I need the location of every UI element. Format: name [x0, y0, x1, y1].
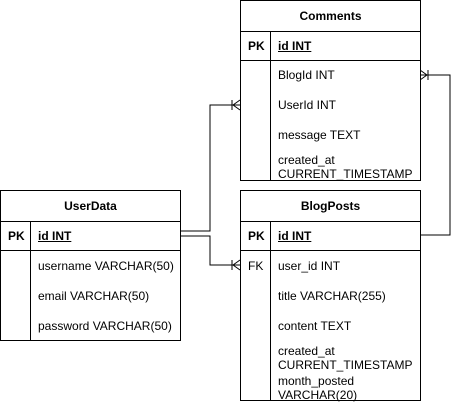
field-created-at-default: CURRENT_TIMESTAMP — [278, 358, 413, 372]
field-content: content TEXT — [278, 319, 352, 333]
table-blogposts[interactable]: BlogPosts PK id INT FK user_id INT title… — [240, 190, 421, 402]
fk-label: FK — [248, 259, 264, 273]
table-title: Comments — [241, 1, 420, 32]
table-title: BlogPosts — [241, 191, 420, 222]
key-column — [241, 221, 271, 400]
pk-row — [1, 221, 180, 251]
comments-crowfoot-blogid — [419, 69, 429, 81]
pk-label: PK — [248, 229, 265, 243]
field-email: email VARCHAR(50) — [38, 289, 150, 303]
table-userdata[interactable]: UserData PK id INT username VARCHAR(50) … — [0, 190, 181, 341]
field-userid: UserId INT — [278, 98, 337, 112]
field-month-posted-type: VARCHAR(20) — [278, 388, 358, 402]
key-column — [1, 221, 31, 340]
blogposts-crowfoot-userid — [231, 259, 241, 271]
comments-crowfoot-userid — [231, 99, 241, 111]
field-created-at: created_at — [278, 344, 335, 358]
userdata-blogposts-connector — [181, 235, 240, 266]
userdata-comments-connector — [181, 104, 240, 232]
pk-row — [241, 31, 420, 61]
field-month-posted: month_posted — [278, 374, 355, 388]
field-password: password VARCHAR(50) — [38, 319, 172, 333]
pk-field: id INT — [278, 39, 312, 53]
field-message: message TEXT — [278, 128, 361, 142]
pk-row — [241, 221, 420, 251]
blogposts-comments-connector — [420, 74, 451, 236]
field-blogid: BlogId INT — [278, 68, 335, 82]
table-title: UserData — [1, 191, 180, 222]
pk-field: id INT — [278, 229, 312, 243]
pk-field: id INT — [38, 229, 72, 243]
pk-label: PK — [248, 39, 265, 53]
key-column — [241, 31, 271, 180]
field-user-id: user_id INT — [278, 259, 341, 273]
field-title: title VARCHAR(255) — [278, 289, 386, 303]
pk-label: PK — [8, 229, 25, 243]
field-created-at: created_at — [278, 153, 335, 167]
table-comments[interactable]: Comments PK id INT BlogId INT UserId INT… — [240, 0, 421, 181]
field-created-at-default: CURRENT_TIMESTAMP — [278, 167, 413, 181]
field-username: username VARCHAR(50) — [38, 259, 174, 273]
